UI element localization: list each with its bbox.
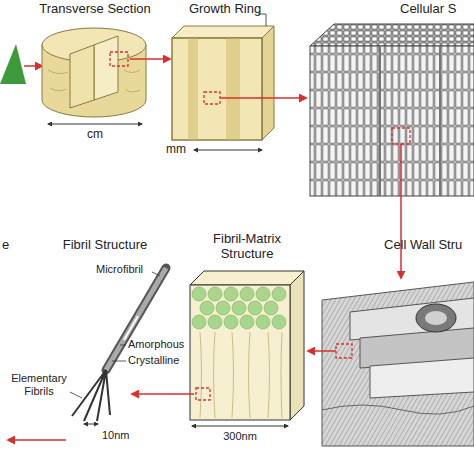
zoom-arrow xyxy=(132,393,194,395)
dimension-line xyxy=(192,426,288,427)
panel-title: Transverse Section xyxy=(39,2,151,17)
part-label: Elementary Fibrils xyxy=(8,372,70,397)
dimension-label: mm xyxy=(166,143,186,157)
cellular-block xyxy=(310,24,474,196)
panel-title: Growth Ring xyxy=(189,2,261,17)
dimension-label: 300nm xyxy=(223,430,257,443)
panel-title: Cell Wall Stru xyxy=(384,238,462,253)
zoom-arrow xyxy=(130,58,170,60)
zoom-arrow xyxy=(400,144,402,278)
panel-title: Cellular S xyxy=(400,2,456,17)
fibril-matrix-cube xyxy=(190,271,304,420)
panel-title: Fibril Structure xyxy=(63,238,148,253)
log-cylinder xyxy=(42,28,146,117)
dimension-line xyxy=(48,124,142,125)
dimension-label: 10nm xyxy=(102,429,130,442)
zoom-arrow xyxy=(220,97,306,99)
part-label: Microfibril xyxy=(96,263,143,276)
panel-title: Fibril-Matrix Structure xyxy=(191,232,303,262)
dimension-line xyxy=(194,150,262,151)
cell-wall-drawing xyxy=(322,282,474,446)
panel-title: e xyxy=(2,238,9,253)
zoom-arrow xyxy=(308,350,336,352)
zoom-arrow xyxy=(24,65,42,67)
part-label: Crystalline xyxy=(128,354,179,367)
tree-icon xyxy=(0,44,26,84)
dimension-line xyxy=(84,424,98,425)
zoom-arrow xyxy=(8,439,66,441)
growth-ring-cube xyxy=(172,26,274,140)
part-label: Amorphous xyxy=(128,338,184,351)
dimension-label: cm xyxy=(87,128,103,142)
